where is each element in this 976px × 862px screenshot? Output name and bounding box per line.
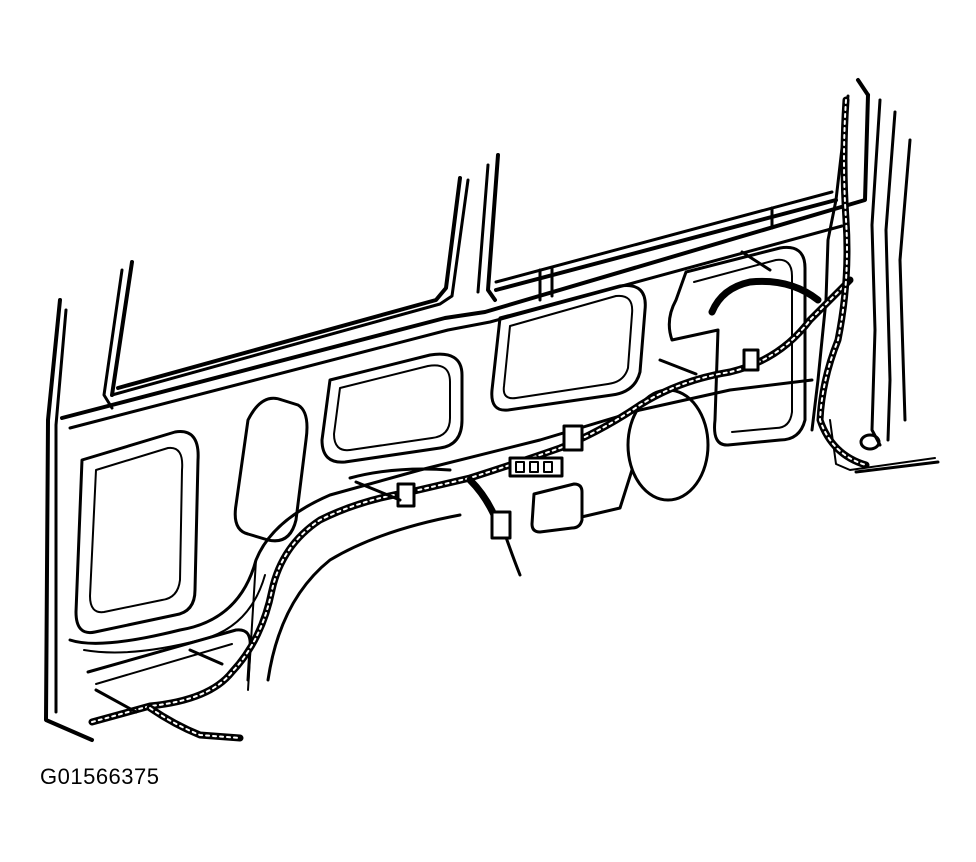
harness-components [94, 250, 881, 714]
connector-block [508, 456, 564, 478]
harness-clip [562, 424, 584, 452]
figure-code: G01566375 [40, 764, 160, 789]
panel-recesses [74, 245, 807, 685]
harness-clip [742, 348, 760, 372]
control-module [530, 482, 584, 534]
window-frames [102, 153, 838, 410]
inner-structure [68, 378, 940, 691]
body-panel-outline [44, 78, 912, 742]
wiring-harness [88, 96, 870, 742]
ground-terminal [859, 433, 881, 451]
harness-connector [490, 510, 512, 540]
harness-clip [396, 482, 416, 508]
